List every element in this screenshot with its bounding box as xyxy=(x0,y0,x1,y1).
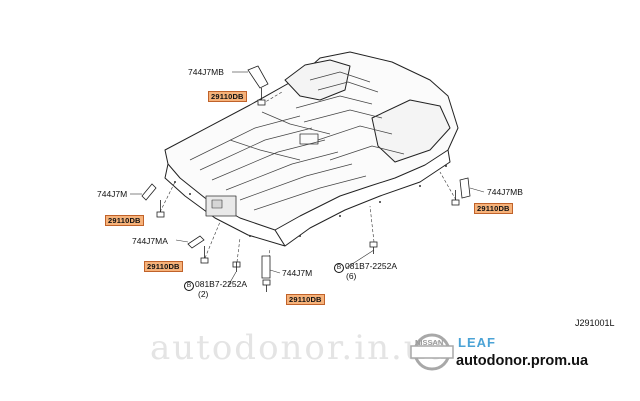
site-name[interactable]: autodonor.prom.ua xyxy=(456,353,589,369)
part-tag-left-lower[interactable]: 29110DB xyxy=(144,261,183,272)
part-label-744j7m-left: 744J7M xyxy=(97,189,128,199)
diagram-reference-code: J291001L xyxy=(575,318,615,328)
part-tag-center[interactable]: 29110DB xyxy=(286,294,325,305)
rear-module xyxy=(284,59,351,101)
bolt-marker-circle: B xyxy=(184,281,194,291)
bolt-part-number: 081B7-2252A xyxy=(195,279,247,289)
bracket-left-lower xyxy=(187,235,205,249)
part-tag-left[interactable]: 29110DB xyxy=(105,215,144,226)
nissan-logo-text: NISSAN xyxy=(415,338,444,347)
nissan-logo-icon xyxy=(410,333,454,371)
bolt-left-lower xyxy=(200,246,209,264)
bracket-top xyxy=(247,65,269,89)
label-leaders xyxy=(130,71,485,287)
bracket-left xyxy=(141,183,157,201)
bolt-center-2 xyxy=(262,279,271,292)
part-tag-top[interactable]: 29110DB xyxy=(208,91,247,102)
part-label-744j7mb-top: 744J7MB xyxy=(188,67,224,77)
bolt-part-number: 081B7-2252A xyxy=(345,261,397,271)
bracket-center xyxy=(261,255,271,279)
bolt-marker-circle: B xyxy=(334,263,344,273)
watermark-text: autodonor.in.ua xyxy=(150,328,450,368)
bolt-center-1 xyxy=(232,261,241,272)
battery-pack-side-face xyxy=(164,149,451,247)
part-label-744j7mb-right: 744J7MB xyxy=(487,187,523,197)
part-tag-right[interactable]: 29110DB xyxy=(474,203,513,214)
bolts xyxy=(156,88,460,292)
bolt-right xyxy=(451,190,460,206)
brackets xyxy=(141,65,471,279)
bolt-top xyxy=(257,88,266,106)
part-label-744j7m-center: 744J7M xyxy=(282,268,313,278)
leaf-logo-text: LEAF xyxy=(458,335,496,350)
bolt-qty-left: (2) xyxy=(198,289,209,299)
bolt-left xyxy=(156,200,165,218)
bolt-qty-right: (6) xyxy=(346,271,357,281)
battery-pack xyxy=(164,51,459,247)
bracket-right xyxy=(459,177,471,199)
part-label-744j7ma: 744J7MA xyxy=(132,236,168,246)
right-module xyxy=(371,99,451,163)
